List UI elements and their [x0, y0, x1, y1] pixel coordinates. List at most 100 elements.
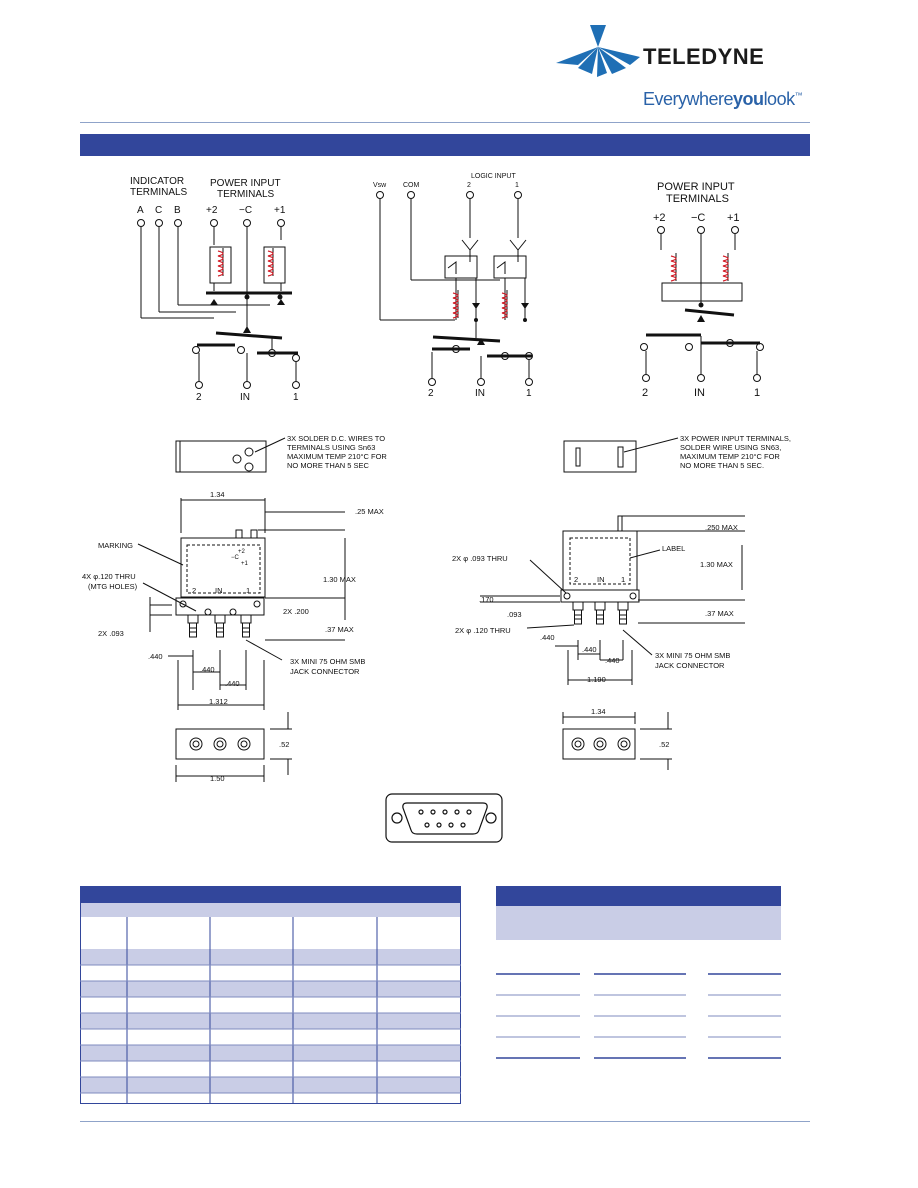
pin-plus1: +1 — [274, 205, 286, 216]
pin-b: B — [174, 205, 181, 216]
port-2: 2 — [192, 586, 196, 595]
dim-440: .440 — [582, 645, 597, 654]
logic-pin-1: 1 — [515, 182, 519, 189]
dim-130max: 1.30 MAX — [323, 575, 356, 584]
table-row — [81, 1013, 460, 1029]
pin-plus1: +1 — [727, 212, 740, 224]
port-1: 1 — [526, 388, 532, 399]
table-row — [81, 1045, 460, 1061]
label-label: LABEL — [662, 544, 685, 553]
table-row — [81, 1061, 460, 1077]
port-1: 1 — [621, 575, 625, 584]
note-line: MAXIMUM TEMP 210°C FOR — [680, 452, 780, 461]
dim-440: .440 — [148, 652, 163, 661]
table-title-bar — [81, 887, 460, 903]
dim-1312: 1.312 — [209, 697, 228, 706]
spec-table-left — [80, 886, 461, 1104]
dim-134: 1.34 — [210, 490, 225, 499]
note-line: 3X SOLDER D.C. WIRES TO — [287, 434, 385, 443]
table-grid — [80, 917, 461, 1103]
dim-134: 1.34 — [591, 707, 606, 716]
pin-minus-c: −C — [691, 212, 705, 224]
port-in: IN — [475, 388, 485, 399]
port-1: 1 — [754, 387, 760, 399]
brand-tagline: Everywhereyoulook™ — [643, 89, 803, 109]
port-2: 2 — [196, 392, 202, 403]
dim-1190: 1.190 — [587, 675, 606, 684]
table-header-row — [81, 917, 460, 949]
dim-mtg-holes: (MTG HOLES) — [88, 582, 138, 591]
dim-120-thru: 2X φ .120 THRU — [455, 626, 511, 635]
port-2: 2 — [574, 575, 578, 584]
note-line: NO MORE THAN 5 SEC. — [680, 461, 764, 470]
dim-440: .440 — [200, 665, 215, 674]
technical-drawings — [137, 191, 764, 843]
note-line: MAXIMUM TEMP 210°C FOR — [287, 452, 387, 461]
pin-minus-c: −C — [231, 555, 240, 561]
table-row — [81, 997, 460, 1013]
note-line: NO MORE THAN 5 SEC — [287, 461, 370, 470]
conn-note: JACK CONNECTOR — [655, 661, 725, 670]
dim-2x200: 2X .200 — [283, 607, 309, 616]
dim-150: 1.50 — [210, 774, 225, 783]
label-power-input: POWER INPUT — [657, 181, 735, 193]
header-rule — [80, 122, 810, 123]
table-subheader — [81, 903, 460, 917]
pin-plus2: +2 — [206, 205, 218, 216]
pin-plus2: +2 — [653, 212, 666, 224]
dim-52: .52 — [279, 740, 289, 749]
dim-37max: .37 MAX — [325, 625, 354, 634]
table-subheader — [496, 906, 781, 940]
dim-170: .170 — [479, 595, 494, 604]
label-com: COM — [403, 182, 420, 189]
table-rules — [496, 973, 781, 1059]
note-line: 3X POWER INPUT TERMINALS, — [680, 434, 791, 443]
port-in: IN — [240, 392, 250, 403]
pin-plus2: +2 — [238, 549, 246, 555]
conn-note: JACK CONNECTOR — [290, 667, 360, 676]
table-row — [81, 949, 460, 965]
conn-note: 3X MINI 75 OHM SMB — [290, 657, 365, 666]
note-line: TERMINALS USING Sn63 — [287, 443, 375, 452]
dim-440: .440 — [540, 633, 555, 642]
port-2: 2 — [428, 388, 434, 399]
dim-093-thru: 2X φ .093 THRU — [452, 554, 508, 563]
dim-093: .093 — [507, 610, 522, 619]
brand-name: TELEDYNE — [643, 44, 765, 69]
dim-52: .52 — [659, 740, 669, 749]
label-terminals: TERMINALS — [130, 187, 188, 198]
label-power-terminals: TERMINALS — [217, 189, 275, 200]
label-power-input: POWER INPUT — [210, 178, 281, 189]
table-row — [81, 1077, 460, 1093]
dim-440: .440 — [225, 679, 240, 688]
section-title-bar — [80, 134, 810, 156]
conn-note: 3X MINI 75 OHM SMB — [655, 651, 730, 660]
dim-2x093: 2X .093 — [98, 629, 124, 638]
table-row — [81, 965, 460, 981]
pin-a: A — [137, 205, 144, 216]
port-in: IN — [694, 387, 705, 399]
dim-mtg: 4X φ.120 THRU — [82, 572, 136, 581]
note-line: SOLDER WIRE USING SN63, — [680, 443, 781, 452]
label-logic-input: LOGIC INPUT — [471, 173, 516, 180]
label-power-terminals: TERMINALS — [666, 193, 729, 205]
port-in: IN — [597, 575, 605, 584]
drawing-labels: INDICATOR TERMINALS POWER INPUT TERMINAL… — [82, 173, 791, 783]
pin-minus-c: −C — [239, 205, 252, 216]
table-row — [81, 981, 460, 997]
dsub-connector-icon — [385, 793, 503, 843]
label-vsw: Vsw — [373, 182, 387, 189]
pin-plus1: +1 — [241, 561, 249, 567]
dim-37max: .37 MAX — [705, 609, 734, 618]
table-title-bar — [496, 886, 781, 906]
footer-rule — [80, 1121, 810, 1122]
port-1: 1 — [246, 586, 250, 595]
label-indicator: INDICATOR — [130, 176, 184, 187]
port-2: 2 — [642, 387, 648, 399]
port-in: IN — [215, 586, 223, 595]
dim-250max: .250 MAX — [705, 523, 738, 532]
logic-pin-2: 2 — [467, 182, 471, 189]
pin-c: C — [155, 205, 162, 216]
dim-25max: .25 MAX — [355, 507, 384, 516]
dim-130max: 1.30 MAX — [700, 560, 733, 569]
